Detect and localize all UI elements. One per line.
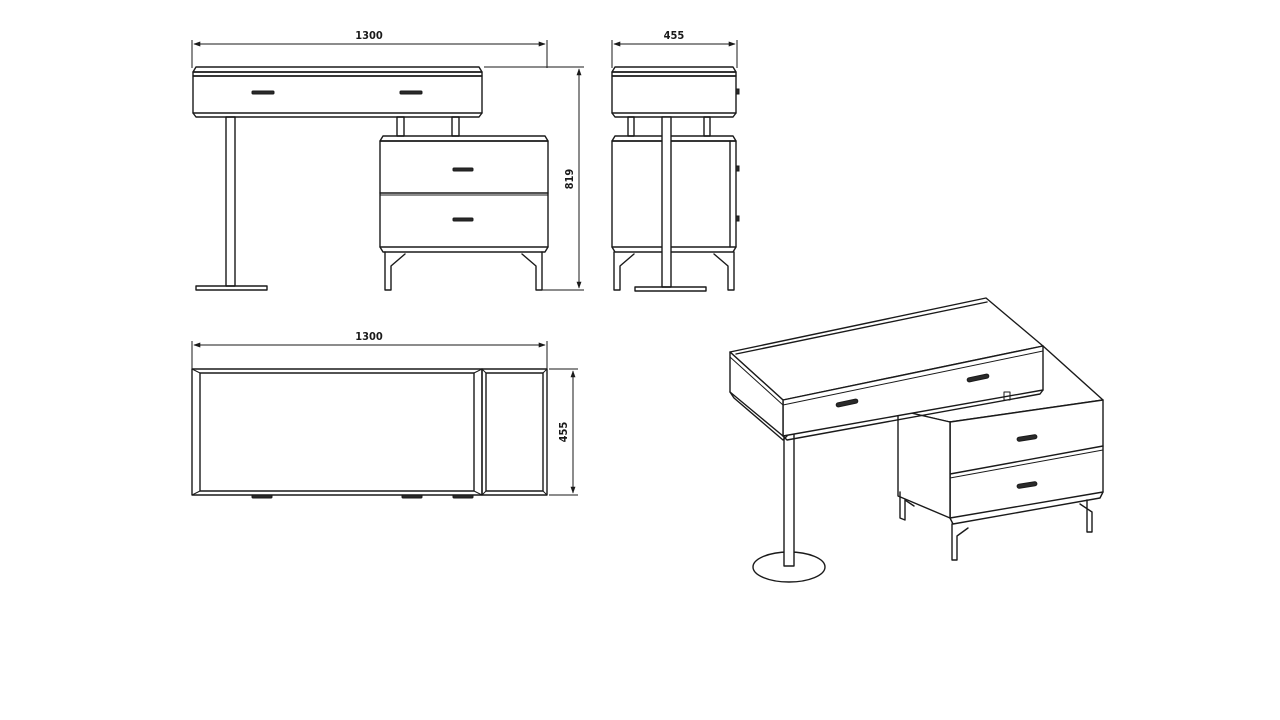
upper-drawer-box — [192, 66, 483, 118]
side-cabinet — [611, 135, 740, 253]
front-width-label: 1300 — [355, 29, 383, 42]
front-width-dimension: 1300 — [191, 29, 548, 68]
drawer-handle-icon — [251, 90, 275, 95]
plan-width-label: 1300 — [355, 330, 383, 343]
iso-upper-box — [729, 297, 1044, 441]
drawer-handle-icon — [1016, 481, 1038, 489]
handle-profile-icon — [735, 165, 740, 172]
drawer-handle-icon — [835, 398, 859, 408]
iso-cabinet-legs — [899, 491, 1093, 561]
handle-plan-icon — [251, 494, 273, 499]
drawer-handle-icon — [966, 373, 990, 383]
handle-profile-icon — [735, 88, 740, 95]
plan-width-dimension: 1300 — [191, 330, 548, 372]
isometric-view — [729, 297, 1104, 583]
side-cabinet-legs — [613, 251, 735, 291]
iso-pedestal — [752, 431, 826, 583]
drawer-cabinet — [379, 135, 549, 253]
side-depth-label: 455 — [664, 29, 685, 42]
support-posts — [396, 116, 460, 137]
side-pedestal-leg — [634, 116, 707, 292]
side-post — [627, 116, 635, 137]
pedestal-leg — [195, 116, 268, 291]
handle-plan-icon — [401, 494, 423, 499]
handle-plan-icon — [452, 494, 474, 499]
height-label: 819 — [563, 169, 576, 190]
front-view: 1300 — [191, 29, 584, 291]
side-view: 455 — [611, 29, 740, 292]
drawer-handle-icon — [399, 90, 423, 95]
drawer-handle-icon — [1016, 434, 1038, 442]
plan-top — [191, 368, 548, 499]
plan-view: 1300 455 — [191, 330, 578, 499]
post-stub — [1003, 391, 1011, 401]
handle-profile-icon — [735, 215, 740, 222]
drawer-handle-icon — [452, 167, 474, 172]
side-upper-box — [611, 66, 740, 118]
plan-depth-dimension: 455 — [549, 368, 578, 496]
side-depth-dimension: 455 — [611, 29, 738, 68]
side-post — [703, 116, 711, 137]
drawer-handle-icon — [452, 217, 474, 222]
plan-depth-label: 455 — [557, 422, 570, 443]
cabinet-legs — [384, 251, 543, 291]
height-dimension: 819 — [484, 66, 584, 291]
